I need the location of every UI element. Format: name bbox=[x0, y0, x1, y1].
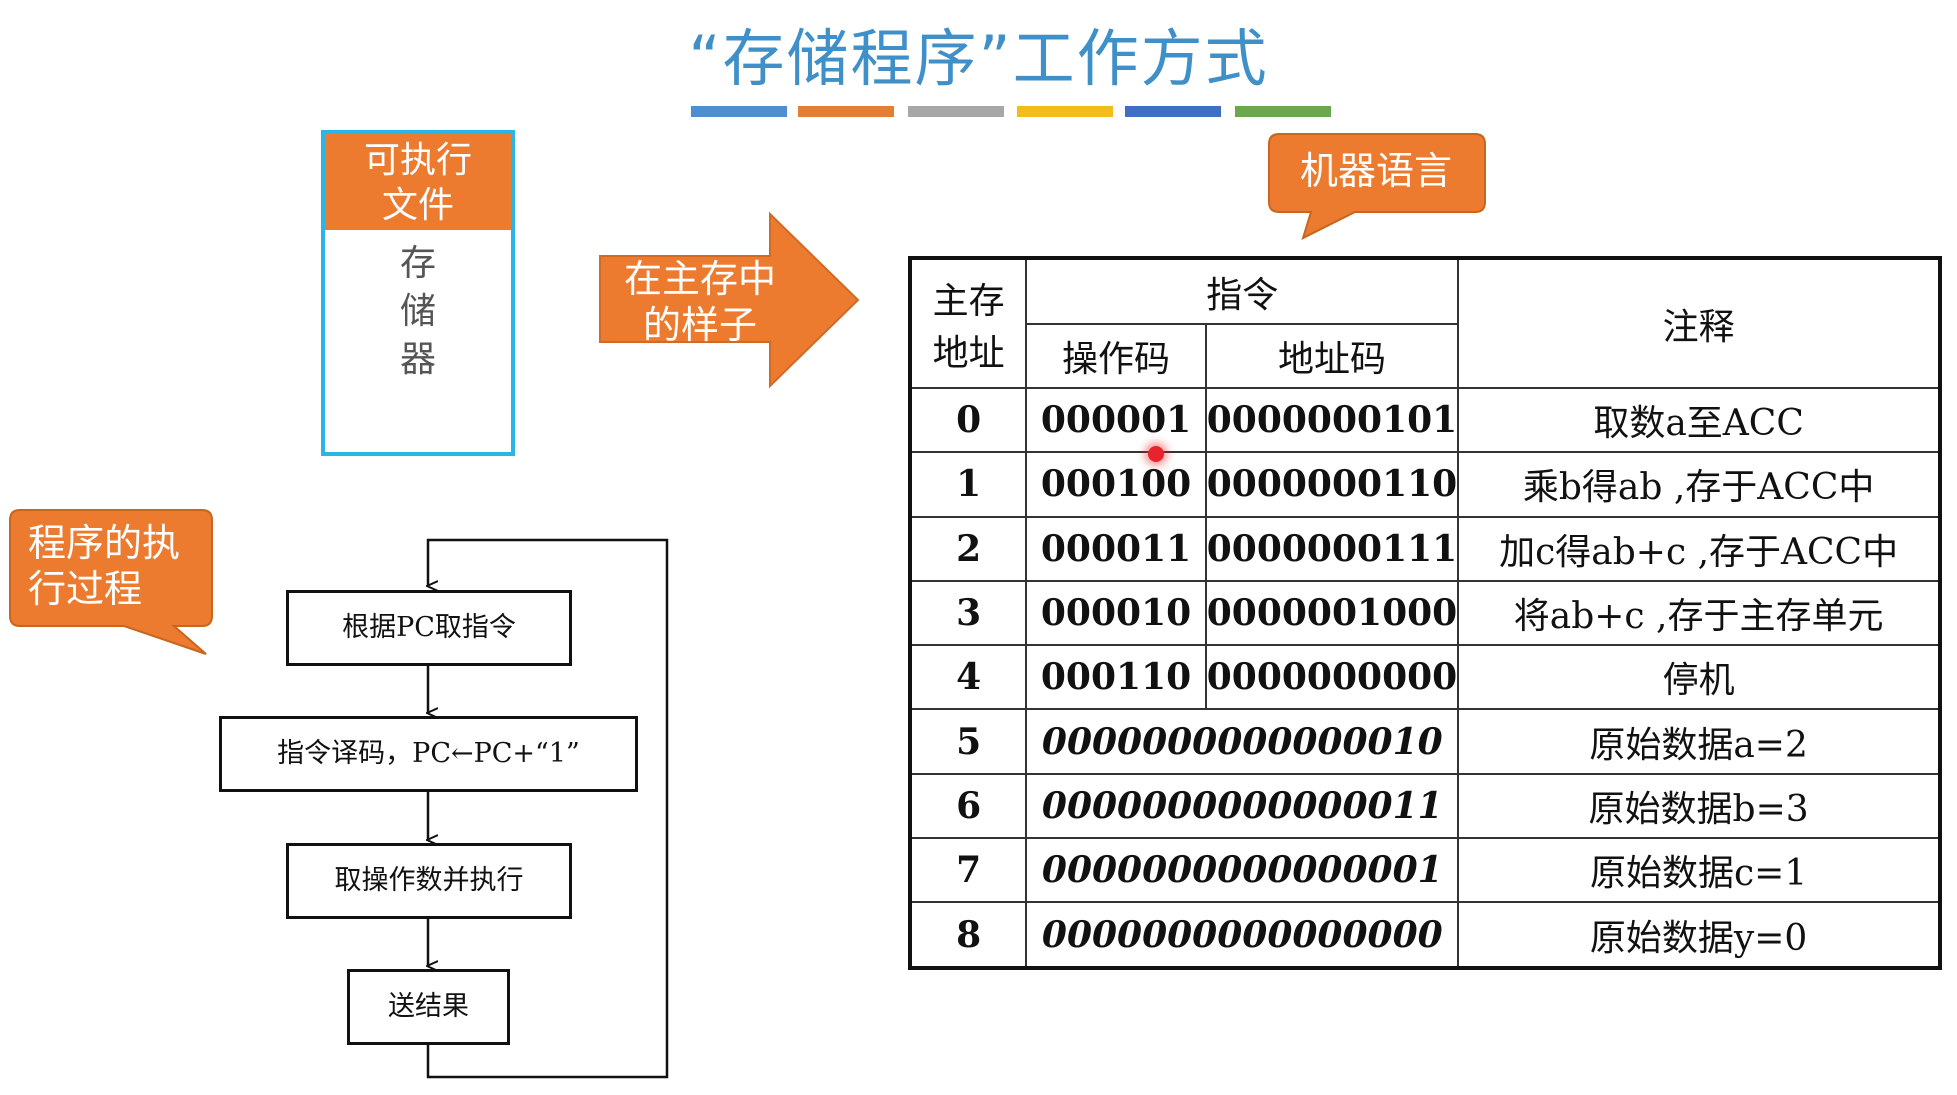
row-address: 0 bbox=[908, 386, 1028, 454]
table-row: 5 0000000000000010 原始数据a=2 bbox=[908, 708, 1941, 775]
memory-char-1: 存 bbox=[399, 243, 436, 284]
row-comment: 原始数据y=0 bbox=[1457, 901, 1941, 969]
row-comment: 原始数据a=2 bbox=[1457, 708, 1941, 775]
process-callout-line2: 行过程 bbox=[28, 567, 143, 611]
divider-bar-3 bbox=[908, 106, 1004, 117]
row-addrcode: 0000001000 bbox=[1204, 579, 1460, 647]
row-address: 8 bbox=[908, 901, 1028, 969]
loop-back-line bbox=[428, 538, 669, 1079]
row-address: 4 bbox=[908, 644, 1028, 711]
table-row: 7 0000000000000001 原始数据c=1 bbox=[908, 837, 1941, 904]
header-comment: 注释 bbox=[1457, 257, 1941, 389]
process-callout: 程序的执 行过程 bbox=[28, 520, 208, 612]
page-title: “存储程序”工作方式 bbox=[688, 22, 1269, 95]
divider-bar-1 bbox=[691, 106, 787, 117]
table-row: 2 000011 0000000111 加c得ab+c ,存于ACC中 bbox=[908, 515, 1941, 582]
header-instruction: 指令 bbox=[1025, 257, 1460, 325]
header-opcode: 操作码 bbox=[1025, 323, 1207, 389]
table-row: 6 0000000000000011 原始数据b=3 bbox=[908, 772, 1941, 840]
header-addrcode: 地址码 bbox=[1204, 323, 1460, 389]
row-address: 5 bbox=[908, 708, 1028, 775]
executable-file-label: 可执行 文件 bbox=[325, 134, 511, 230]
table-row: 3 000010 0000001000 将ab+c ,存于主存单元 bbox=[908, 579, 1941, 647]
row-data: 0000000000000000 bbox=[1025, 901, 1460, 969]
divider-bar-6 bbox=[1235, 106, 1331, 117]
row-addrcode: 0000000000 bbox=[1204, 644, 1460, 711]
row-data: 0000000000000001 bbox=[1025, 837, 1460, 904]
row-comment: 将ab+c ,存于主存单元 bbox=[1457, 579, 1941, 647]
machine-language-callout-shape bbox=[1268, 133, 1486, 240]
arrow-label-line1: 在主存中 bbox=[623, 257, 776, 301]
memory-label: 存 储 器 bbox=[325, 240, 511, 384]
row-comment: 原始数据c=1 bbox=[1457, 837, 1941, 904]
process-callout-shape bbox=[9, 509, 213, 655]
executable-file-line1: 可执行 bbox=[363, 140, 472, 181]
row-opcode: 000010 bbox=[1025, 579, 1207, 647]
row-opcode: 000110 bbox=[1025, 644, 1207, 711]
row-address: 2 bbox=[908, 515, 1028, 582]
row-addrcode: 0000000101 bbox=[1204, 386, 1460, 454]
row-data: 0000000000000011 bbox=[1025, 772, 1460, 840]
flow-step-execute: 取操作数并执行 bbox=[286, 843, 572, 919]
row-addrcode: 0000000111 bbox=[1204, 515, 1460, 582]
memory-table: 主存 地址 指令 注释 操作码 地址码 0 000001 0000000101 … bbox=[908, 256, 1942, 970]
process-callout-line1: 程序的执 bbox=[28, 521, 181, 565]
laser-pointer-dot bbox=[1148, 446, 1164, 462]
machine-language-callout: 机器语言 bbox=[1299, 149, 1452, 193]
divider-bar-4 bbox=[1017, 106, 1113, 117]
row-opcode: 000011 bbox=[1025, 515, 1207, 582]
row-opcode: 000100 bbox=[1025, 451, 1207, 518]
row-comment: 加c得ab+c ,存于ACC中 bbox=[1457, 515, 1941, 582]
flow-step-result: 送结果 bbox=[347, 969, 510, 1045]
table-row: 0 000001 0000000101 取数a至ACC bbox=[908, 386, 1941, 454]
header-address-line2: 地址 bbox=[932, 332, 1005, 374]
table-row: 8 0000000000000000 原始数据y=0 bbox=[908, 901, 1941, 969]
row-address: 7 bbox=[908, 837, 1028, 904]
table-row: 1 000100 0000000110 乘b得ab ,存于ACC中 bbox=[908, 451, 1941, 518]
table-row: 4 000110 0000000000 停机 bbox=[908, 644, 1941, 711]
arrow-label: 在主存中 的样子 bbox=[600, 256, 800, 348]
memory-char-2: 储 bbox=[399, 291, 436, 332]
row-comment: 取数a至ACC bbox=[1457, 386, 1941, 454]
arrow-label-line2: 的样子 bbox=[642, 303, 757, 347]
row-addrcode: 0000000110 bbox=[1204, 451, 1460, 518]
flow-step-fetch: 根据PC取指令 bbox=[286, 590, 572, 666]
row-address: 1 bbox=[908, 451, 1028, 518]
row-address: 3 bbox=[908, 579, 1028, 647]
row-address: 6 bbox=[908, 772, 1028, 840]
memory-char-3: 器 bbox=[399, 339, 436, 380]
right-arrow-shape bbox=[599, 211, 860, 389]
header-address-line1: 主存 bbox=[932, 280, 1005, 322]
row-comment: 停机 bbox=[1457, 644, 1941, 711]
row-comment: 乘b得ab ,存于ACC中 bbox=[1457, 451, 1941, 518]
executable-file-line2: 文件 bbox=[381, 185, 454, 226]
row-comment: 原始数据b=3 bbox=[1457, 772, 1941, 840]
divider-bar-5 bbox=[1125, 106, 1221, 117]
divider-bar-2 bbox=[798, 106, 894, 117]
flow-step-decode: 指令译码，PC←PC+“1” bbox=[219, 716, 638, 792]
header-address: 主存 地址 bbox=[908, 257, 1028, 389]
row-opcode: 000001 bbox=[1025, 386, 1207, 454]
row-data: 0000000000000010 bbox=[1025, 708, 1460, 775]
